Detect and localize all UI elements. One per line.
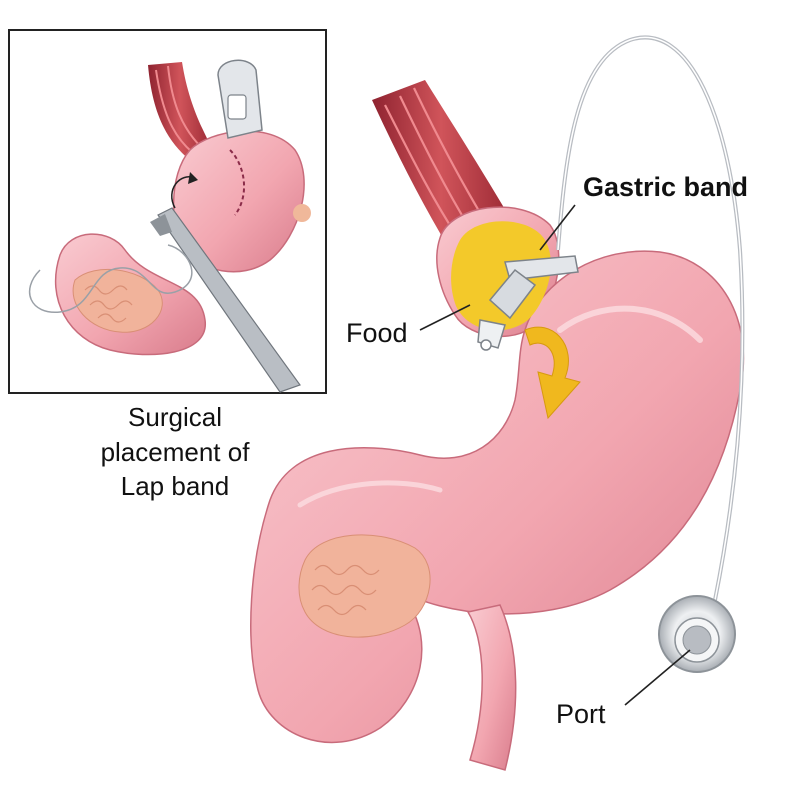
- access-port-icon: [658, 595, 736, 673]
- inset-panel: [8, 29, 327, 394]
- suture-icon: [29, 172, 198, 313]
- food-blob-icon: [451, 221, 551, 331]
- inset-caption: Surgical placement of Lap band: [70, 400, 280, 504]
- port-label: Port: [556, 699, 606, 729]
- inset-caption-line: Lap band: [120, 471, 230, 502]
- surgical-instrument-icon: [150, 207, 301, 393]
- food-label: Food: [346, 318, 408, 348]
- inset-caption-line: Surgical: [128, 402, 222, 432]
- port-leader: [624, 649, 691, 706]
- leader-lines: [419, 204, 691, 706]
- pancreas-illustration: [298, 534, 431, 638]
- inset-esophagus: [148, 62, 212, 160]
- gastric-band-label: Gastric band: [583, 172, 749, 202]
- inset-band-icon: [217, 59, 263, 139]
- flow-arrow-icon: [524, 326, 581, 420]
- food-leader: [419, 304, 471, 331]
- tube-illustration: [556, 35, 745, 601]
- gastric-band-icon: [477, 255, 579, 351]
- gastric-band-leader: [539, 204, 576, 251]
- inset-caption-line: placement of: [100, 436, 250, 467]
